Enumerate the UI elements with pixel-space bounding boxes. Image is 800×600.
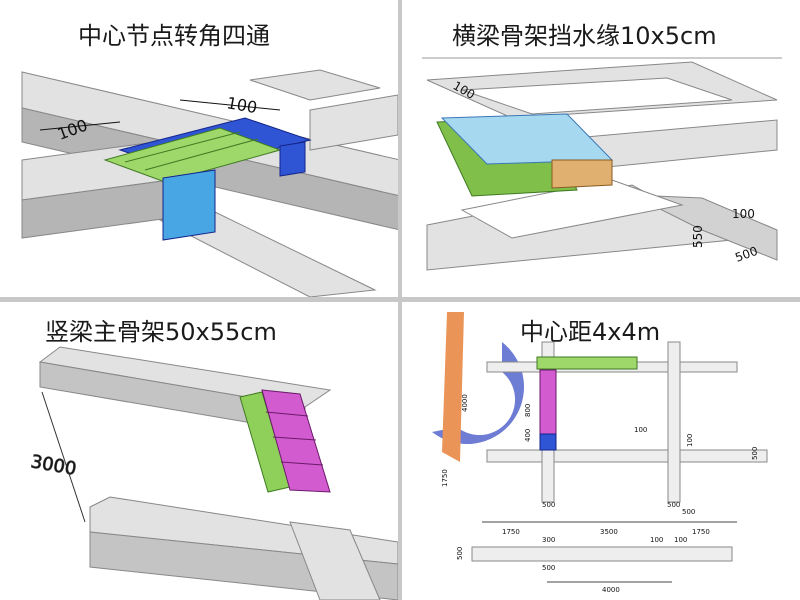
dimension-label: 500 (751, 447, 759, 460)
junction-illustration: 100 100 (21, 69, 398, 297)
beam-top (461, 77, 733, 115)
dimension-label: 400 (524, 429, 532, 442)
beam-top (309, 94, 398, 151)
dimension-label: 1750 (441, 469, 449, 487)
dimension-label: 100 (686, 434, 694, 447)
dimension-label: 800 (524, 404, 532, 417)
panel-title: 竖梁主骨架50x55cm (45, 318, 277, 346)
panel-main-beam: 竖梁主骨架50x55cm 3000 (0, 302, 398, 600)
panel-title: 横梁骨架挡水缘10x5cm (452, 22, 717, 50)
dimension-label: 500 (542, 564, 555, 572)
dimension-label: 100 (732, 207, 755, 221)
dimension-label: 1750 (502, 528, 520, 536)
dimension-label: 3000 (29, 451, 78, 480)
beam-top (249, 69, 381, 101)
dimension-label: 500 (733, 244, 759, 265)
dimension-label: 100 (650, 536, 663, 544)
beam-section (471, 546, 733, 562)
blue-column (279, 141, 306, 177)
dimension-label: 500 (456, 547, 464, 560)
dimension-label: 4000 (602, 586, 620, 594)
dimension-label: 1750 (692, 528, 710, 536)
panel-cross-beam: 横梁骨架挡水缘10x5cm 100 100 550 500 (402, 0, 800, 297)
dimension-label: 100 (225, 93, 258, 117)
magenta-formwork (261, 389, 331, 493)
dimension-label: 3500 (600, 528, 618, 536)
blue-column (162, 169, 216, 241)
beam-top (631, 194, 778, 261)
company-logo-icon (432, 312, 525, 462)
panel-title: 中心节点转角四通 (78, 22, 270, 50)
dimension-label: 500 (667, 501, 680, 509)
panel-node-junction: 中心节点转角四通 100 100 (0, 0, 398, 297)
dimension-label: 300 (542, 536, 555, 544)
blue-formwork (539, 433, 557, 451)
beam-plan (667, 341, 681, 503)
beam-top (289, 521, 381, 600)
panel-center-distance: 中心距4x4m 4000 800 400 100 100 500 1750 50… (402, 302, 800, 600)
dimension-label: 500 (682, 508, 695, 516)
orange-formwork (551, 159, 613, 189)
center-distance-drawing: 4000 800 400 100 100 500 1750 500 500 17… (432, 312, 768, 594)
dimension-label: 100 (674, 536, 687, 544)
main-beam-illustration: 3000 (29, 346, 398, 600)
dimension-label: 4000 (461, 394, 469, 412)
dimension-label: 550 (691, 225, 705, 248)
beam-plan (486, 449, 768, 463)
dimension-label: 500 (542, 501, 555, 509)
panel-title: 中心距4x4m (520, 318, 661, 346)
dimension-label: 100 (634, 426, 647, 434)
cross-beam-illustration: 100 100 550 500 (422, 57, 782, 271)
panel-divider-horizontal (0, 297, 800, 302)
green-formwork (536, 356, 638, 370)
